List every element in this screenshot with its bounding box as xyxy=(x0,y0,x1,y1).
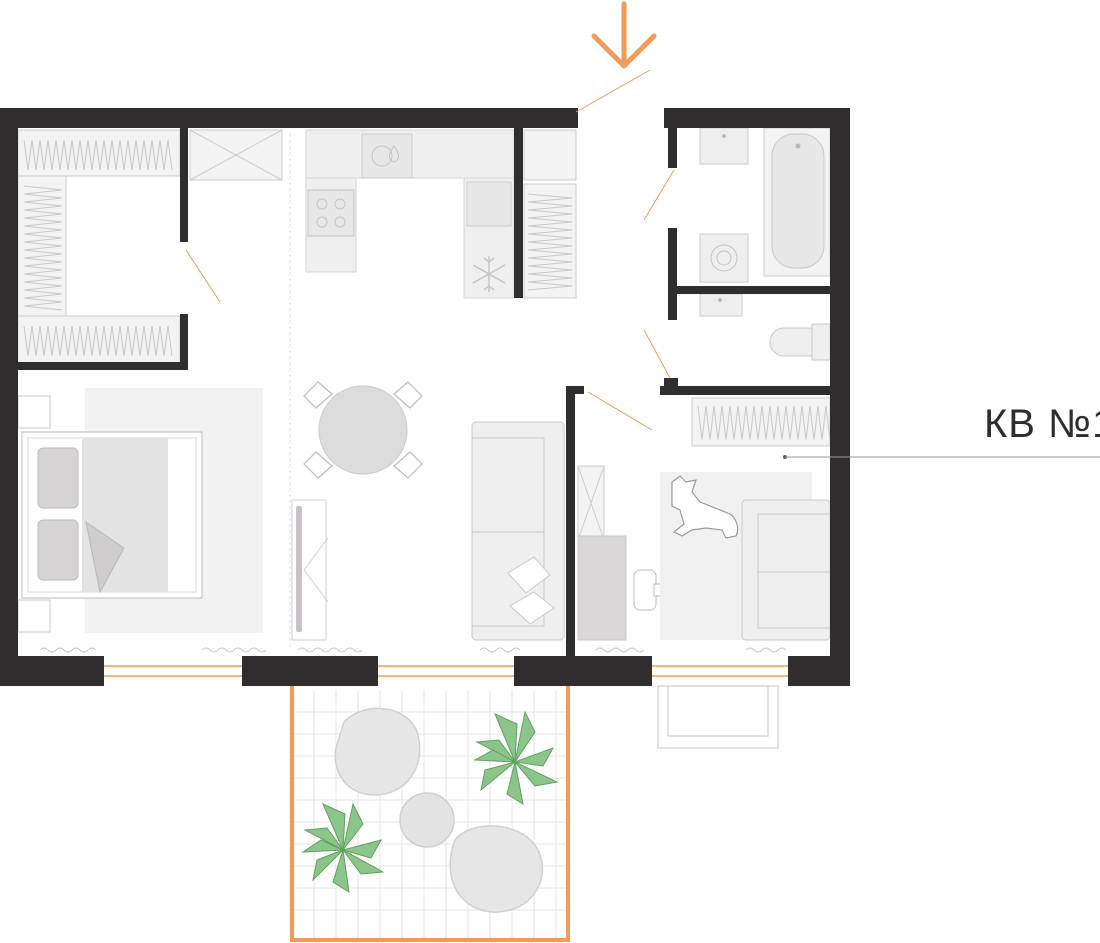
pillow xyxy=(37,519,79,581)
washbasin xyxy=(699,127,749,165)
wardrobe xyxy=(523,129,577,299)
washing-machine-icon xyxy=(699,233,749,283)
dog-icon xyxy=(671,475,739,539)
balcony-chair xyxy=(334,707,544,913)
plant-icon xyxy=(473,710,559,806)
bathtub xyxy=(763,127,831,277)
sink xyxy=(699,293,743,317)
bedroom-area xyxy=(17,129,329,641)
pillow xyxy=(37,447,79,509)
balcony-small xyxy=(657,685,779,749)
balcony xyxy=(290,686,570,942)
sofa xyxy=(741,499,831,641)
label-leader xyxy=(783,455,1100,459)
study xyxy=(577,397,831,749)
nightstand xyxy=(17,395,51,429)
nightstand xyxy=(17,599,51,633)
office-chair xyxy=(633,569,663,611)
tv-stand xyxy=(291,499,329,641)
balcony-railing xyxy=(290,686,570,942)
kitchen xyxy=(305,129,577,299)
snowflake-icon xyxy=(472,256,506,292)
radiators xyxy=(39,647,787,653)
desk xyxy=(577,535,627,641)
bathroom xyxy=(699,127,831,361)
sofa xyxy=(471,421,565,641)
dishwasher xyxy=(466,181,512,227)
wardrobe xyxy=(189,129,283,181)
sink xyxy=(361,133,413,179)
toilet xyxy=(769,323,831,361)
apartment-label: КВ №1 xyxy=(984,402,1100,446)
walls xyxy=(0,108,850,686)
balcony-table xyxy=(399,792,455,848)
dining-table xyxy=(318,385,408,475)
dining-set xyxy=(303,381,423,479)
entrance-arrow-icon xyxy=(591,1,657,69)
windows xyxy=(104,665,788,677)
wardrobe xyxy=(691,397,831,447)
plant-icon xyxy=(301,802,385,893)
door-swings xyxy=(185,69,675,431)
cooktop-icon xyxy=(307,189,355,237)
bed xyxy=(21,431,203,599)
